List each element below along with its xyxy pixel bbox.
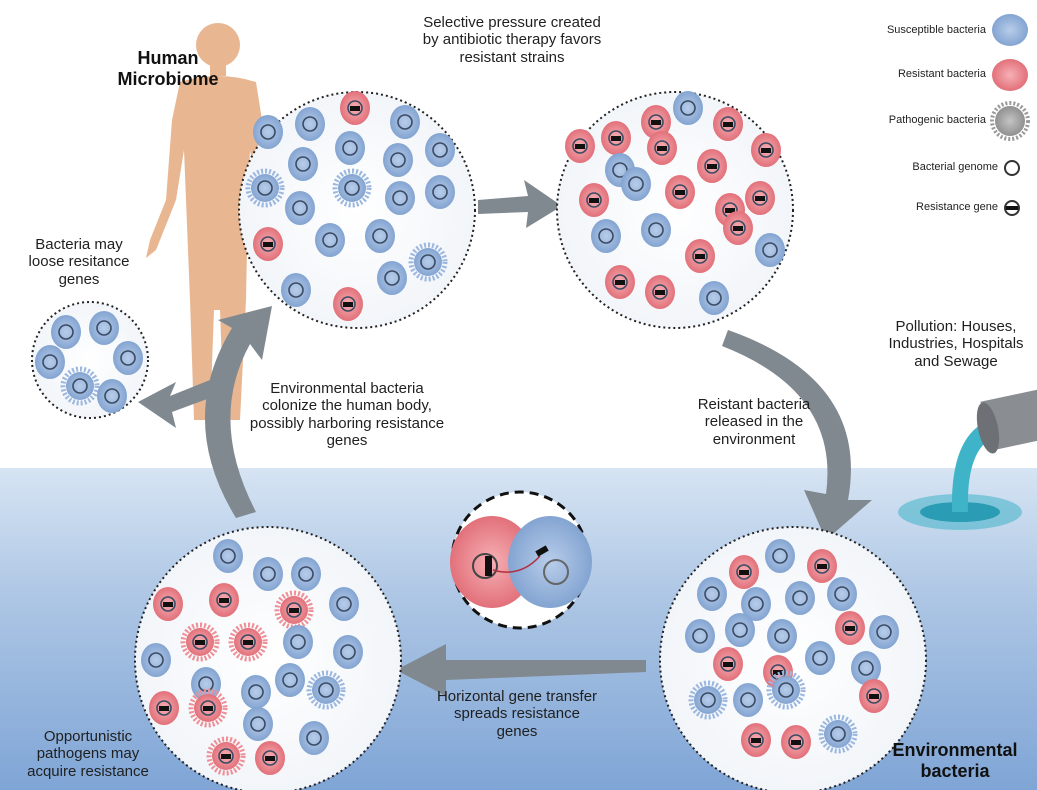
susceptible-bacterium <box>383 143 413 177</box>
susceptible-bacterium <box>390 105 420 139</box>
released-label: Reistant bacteria released in the enviro… <box>672 396 836 448</box>
legend-genome-label: Bacterial genome <box>830 161 998 173</box>
resistant-bacterium <box>781 725 811 759</box>
hgt-label: Horizontal gene transfer spreads resista… <box>422 688 612 740</box>
resistant-bacterium <box>209 583 239 617</box>
genome-icon <box>1005 161 1019 175</box>
conjugation-circle <box>450 492 592 628</box>
susceptible-bacterium <box>51 315 81 349</box>
resistant-bacterium <box>255 741 285 775</box>
susceptible-bacterium <box>767 619 797 653</box>
susceptible-bacterium <box>35 345 65 379</box>
resistant-bacterium <box>741 723 771 757</box>
resistant-bacterium <box>333 287 363 321</box>
pollution-pipe-icon <box>898 389 1037 530</box>
susceptible-bacterium <box>329 587 359 621</box>
resistant-bacterium <box>835 611 865 645</box>
human-microbiome-title: Human Microbiome <box>108 48 228 89</box>
loose-genes-label: Bacteria may loose resitance genes <box>14 236 144 288</box>
resistant-bacterium <box>605 265 635 299</box>
legend-icons <box>992 14 1028 215</box>
susceptible-bacterium <box>621 167 651 201</box>
susceptible-bacterium <box>869 615 899 649</box>
susceptible-bacterium <box>377 261 407 295</box>
resistant-bacterium <box>601 121 631 155</box>
susceptible-bacterium <box>285 191 315 225</box>
resistance-gene-icon <box>1005 201 1019 215</box>
resistant-bacterium <box>685 239 715 273</box>
resistant-bacterium <box>149 691 179 725</box>
resistant-bacterium <box>645 275 675 309</box>
resistant-bacterium <box>859 679 889 713</box>
susceptible-bacterium <box>89 311 119 345</box>
susceptible-bacterium <box>365 219 395 253</box>
susceptible-bacterium <box>805 641 835 675</box>
legend-gene-label: Resistance gene <box>830 201 998 213</box>
susceptible-bacterium <box>385 181 415 215</box>
resistant-bacterium <box>153 587 183 621</box>
susceptible-bacterium <box>425 133 455 167</box>
susceptible-bacterium <box>253 557 283 591</box>
susceptible-bacterium <box>281 273 311 307</box>
resistant-bacterium <box>697 149 727 183</box>
susceptible-bacterium <box>673 91 703 125</box>
resistant-bacterium <box>665 175 695 209</box>
opportunistic-label: Opportunistic pathogens may acquire resi… <box>8 728 168 780</box>
resistant-bacterium <box>729 555 759 589</box>
susceptible-bacterium <box>141 643 171 677</box>
legend-pathogenic-label: Pathogenic bacteria <box>830 114 986 126</box>
susceptible-bacterium <box>275 663 305 697</box>
susceptible-bacterium <box>97 379 127 413</box>
pathogenic-icon <box>992 103 1028 139</box>
arrow-top-right <box>478 180 562 228</box>
susceptible-bacterium <box>243 707 273 741</box>
susceptible-bacterium <box>333 635 363 669</box>
legend-resistant-label: Resistant bacteria <box>830 68 986 80</box>
resistant-bacterium <box>807 549 837 583</box>
selective-pressure-label: Selective pressure created by antibiotic… <box>402 14 622 66</box>
susceptible-bacterium <box>697 577 727 611</box>
resistant-bacterium <box>579 183 609 217</box>
resistant-bacterium <box>745 181 775 215</box>
susceptible-bacterium <box>299 721 329 755</box>
susceptible-bacterium <box>241 675 271 709</box>
resistant-bacterium <box>723 211 753 245</box>
susceptible-bacterium <box>288 147 318 181</box>
resistant-bacterium <box>253 227 283 261</box>
susceptible-bacterium <box>113 341 143 375</box>
susceptible-icon <box>992 14 1028 46</box>
resistant-bacterium <box>713 107 743 141</box>
susceptible-bacterium <box>725 613 755 647</box>
susceptible-bacterium <box>765 539 795 573</box>
susceptible-bacterium <box>641 213 671 247</box>
susceptible-bacterium <box>295 107 325 141</box>
susceptible-bacterium <box>291 557 321 591</box>
susceptible-bacterium <box>283 625 313 659</box>
susceptible-bacterium <box>253 115 283 149</box>
susceptible-bacterium <box>425 175 455 209</box>
resistant-bacterium <box>340 91 370 125</box>
resistant-icon <box>992 59 1028 91</box>
environmental-bacteria-title: Environmental bacteria <box>880 740 1030 781</box>
susceptible-bacterium <box>685 619 715 653</box>
susceptible-bacterium <box>755 233 785 267</box>
pollution-label: Pollution: Houses, Industries, Hospitals… <box>876 318 1036 370</box>
susceptible-bacterium <box>591 219 621 253</box>
resistant-bacterium <box>565 129 595 163</box>
susceptible-bacterium <box>699 281 729 315</box>
resistant-bacterium <box>647 131 677 165</box>
susceptible-bacterium <box>213 539 243 573</box>
susceptible-bacterium <box>827 577 857 611</box>
susceptible-bacterium <box>733 683 763 717</box>
legend-susceptible-label: Susceptible bacteria <box>830 24 986 36</box>
susceptible-bacterium <box>335 131 365 165</box>
colonize-label: Environmental bacteria colonize the huma… <box>232 380 462 449</box>
susceptible-bacterium <box>315 223 345 257</box>
susceptible-bacterium <box>785 581 815 615</box>
resistant-bacterium <box>713 647 743 681</box>
resistant-bacterium <box>751 133 781 167</box>
